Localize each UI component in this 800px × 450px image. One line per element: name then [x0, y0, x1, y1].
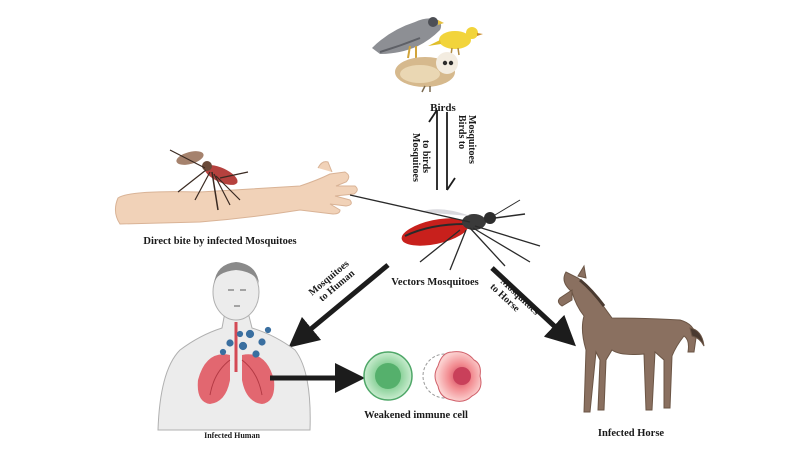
- biting-mosquito-icon: [169, 149, 249, 211]
- healthy-immune-cell-icon: [363, 351, 413, 401]
- infected-horse-illustration: [557, 264, 705, 413]
- infected-human-illustration: [157, 262, 311, 431]
- owl-icon: [395, 52, 458, 93]
- label-infected-human: Infected Human: [204, 431, 260, 440]
- falcon-icon: [372, 17, 444, 59]
- label-birds-to-mosquitoes: Birds to Mosquitoes: [456, 115, 477, 164]
- vector-mosquito-icon: [349, 194, 541, 271]
- label-weakened-cell: Weakened immune cell: [364, 410, 468, 421]
- arrow-to-horse: [490, 266, 576, 347]
- label-mosquitoes-to-birds: Mosquitoes to birds: [410, 133, 431, 184]
- birds-mosquito-arrows: [428, 109, 456, 191]
- canary-icon: [428, 27, 483, 56]
- label-vectors: Vectors Mosquitoes: [391, 277, 478, 288]
- label-birds: Birds: [430, 102, 456, 114]
- label-direct-bite: Direct bite by infected Mosquitoes: [143, 236, 296, 247]
- label-infected-horse: Infected Horse: [598, 428, 665, 439]
- arm-illustration: [114, 161, 358, 225]
- label-mosquitoes-to-human: Mosquitoes to Human: [307, 257, 361, 307]
- virus-particles: [219, 326, 272, 358]
- damaged-immune-cell-icon: [422, 351, 482, 402]
- label-mosquitoes-to-horse: Mosquitoes to Horse: [488, 273, 544, 327]
- birds-illustration: [372, 17, 483, 93]
- arrow-to-human: [288, 263, 390, 348]
